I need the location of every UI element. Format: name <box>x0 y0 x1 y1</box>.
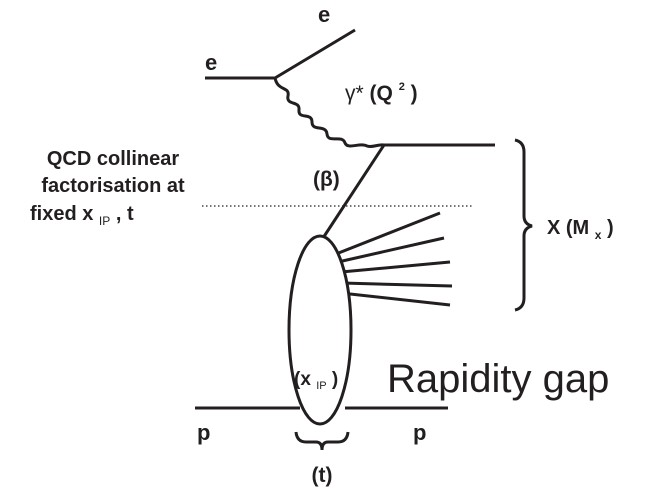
factorisation-t: , t <box>116 203 134 225</box>
proton-out-label: p <box>413 420 426 445</box>
t-label: (t) <box>312 464 333 487</box>
photon-q-close: ) <box>411 82 418 105</box>
photon-label: γ* (Q 2 ) <box>345 72 418 105</box>
xip-sub: IP <box>316 380 326 392</box>
x-system-main: X (M <box>547 217 589 239</box>
remnant-line-2 <box>337 236 445 264</box>
x-system-label: X (M x ) <box>547 217 614 244</box>
remnant-line-3 <box>340 260 451 274</box>
remnant-line-4 <box>341 281 453 288</box>
electron-out-label: e <box>318 2 330 27</box>
rapidity-gap-label: Rapidity gap <box>387 357 609 401</box>
x-system-sub: x <box>595 228 602 242</box>
photon-symbol: γ* <box>345 82 364 105</box>
quark-line-to-pomeron <box>321 144 386 239</box>
xip-label: (x IP ) <box>294 369 338 394</box>
x-system-brace <box>514 138 533 312</box>
xip-close: ) <box>332 369 338 390</box>
xip-open: (x <box>294 369 311 390</box>
electron-in-label: e <box>205 50 217 75</box>
t-brace <box>294 431 350 451</box>
factorisation-line-1: QCD collinear <box>47 148 179 170</box>
outgoing-electron-line <box>274 28 356 80</box>
pomeron-blob <box>287 234 353 426</box>
remnant-line-5 <box>340 291 451 307</box>
virtual-photon-wavy-line <box>273 77 385 149</box>
photon-q-open: (Q <box>370 82 393 105</box>
factorisation-ip-sub: IP <box>99 214 110 228</box>
photon-q-sup: 2 <box>399 81 405 93</box>
factorisation-line-2: factorisation at <box>41 175 185 197</box>
proton-in-label: p <box>197 420 210 445</box>
beta-label: (β) <box>313 168 340 191</box>
factorisation-fixed-x: fixed x <box>30 203 93 225</box>
x-system-close: ) <box>607 217 614 239</box>
remnant-line-1 <box>335 211 441 256</box>
factorisation-line-3: fixed x IP , t <box>30 203 134 230</box>
